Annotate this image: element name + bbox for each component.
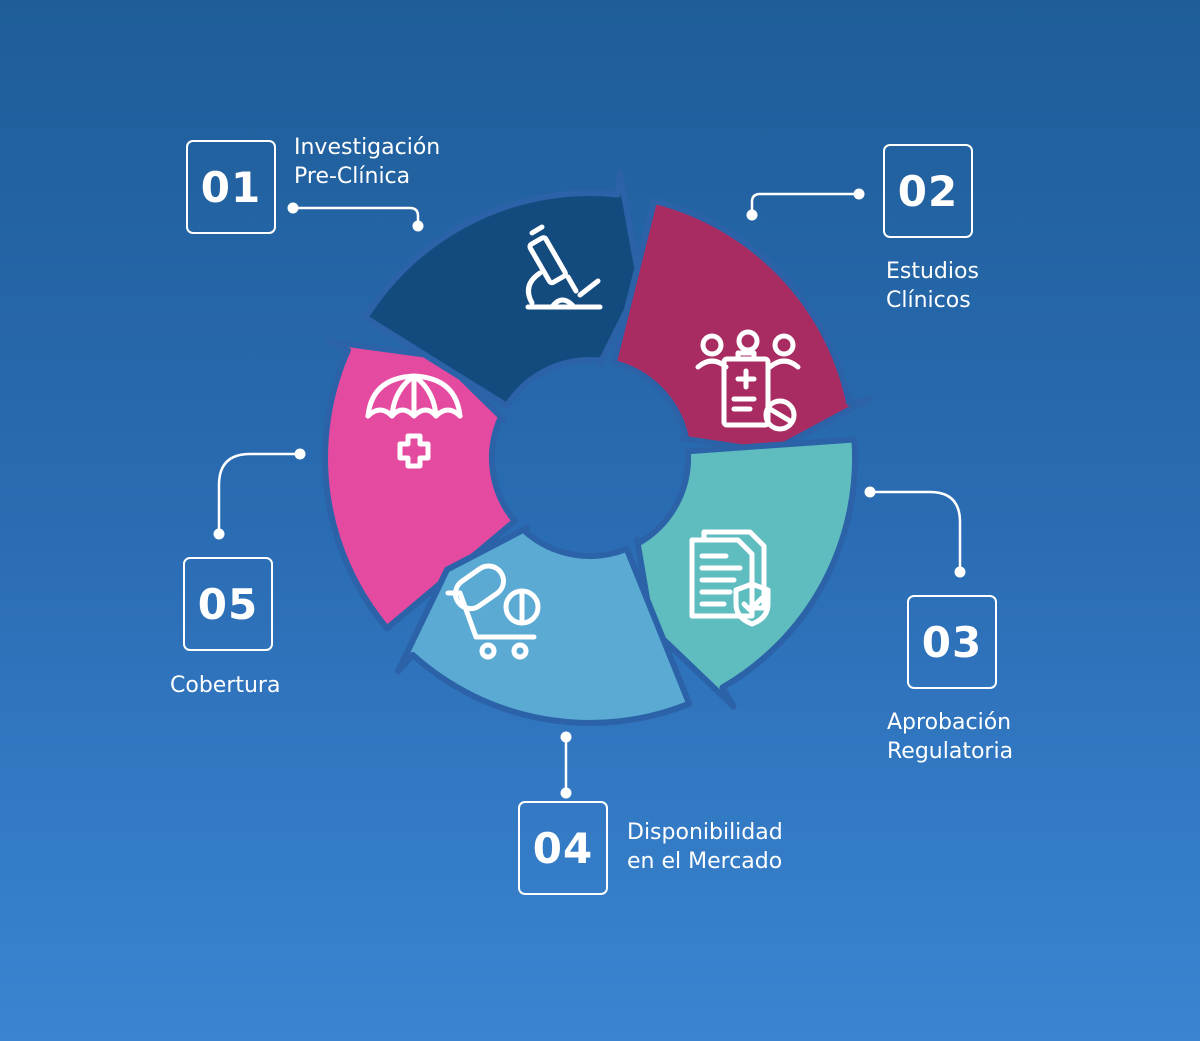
step-number-box-02: 02 bbox=[883, 144, 973, 238]
pill-cart-icon bbox=[445, 563, 541, 660]
step-label-04-line-2: en el Mercado bbox=[627, 849, 783, 874]
microscope-icon bbox=[525, 224, 603, 310]
step-label-04: Disponibilidad en el Mercado bbox=[627, 818, 783, 876]
connector-dots bbox=[213, 188, 966, 799]
step-number-box-04: 04 bbox=[518, 801, 608, 895]
cycle-segment-01 bbox=[362, 169, 643, 410]
step-label-05: Cobertura bbox=[170, 671, 280, 700]
regulatory-document-icon bbox=[689, 529, 771, 627]
umbrella-health-icon bbox=[365, 373, 463, 469]
connector-01 bbox=[293, 206, 420, 226]
step-label-02: Estudios Clínicos bbox=[886, 257, 979, 315]
step-label-02-line-2: Clínicos bbox=[886, 288, 971, 313]
step-label-01: Investigación Pre-Clínica bbox=[294, 133, 440, 191]
cycle-segment-03 bbox=[634, 436, 858, 710]
connector-lines bbox=[217, 192, 962, 793]
connector-03 bbox=[870, 490, 962, 572]
step-number-box-05: 05 bbox=[183, 557, 273, 651]
connector-05 bbox=[217, 452, 300, 534]
step-label-03: Aprobación Regulatoria bbox=[887, 708, 1013, 766]
clinical-trial-icon bbox=[695, 329, 801, 432]
step-number-box-03: 03 bbox=[907, 595, 997, 689]
cycle-segment-02 bbox=[610, 197, 874, 455]
step-label-03-line-1: Aprobación bbox=[887, 710, 1012, 735]
step-label-02-line-1: Estudios bbox=[886, 259, 979, 284]
step-label-05-line-1: Cobertura bbox=[170, 673, 281, 698]
step-label-03-line-2: Regulatoria bbox=[887, 739, 1014, 764]
step-label-04-line-1: Disponibilidad bbox=[627, 820, 783, 845]
step-number-box-01: 01 bbox=[186, 140, 276, 234]
step-label-01-line-1: Investigación bbox=[294, 135, 441, 160]
connector-02 bbox=[750, 192, 859, 215]
step-label-01-line-2: Pre-Clínica bbox=[294, 164, 411, 189]
